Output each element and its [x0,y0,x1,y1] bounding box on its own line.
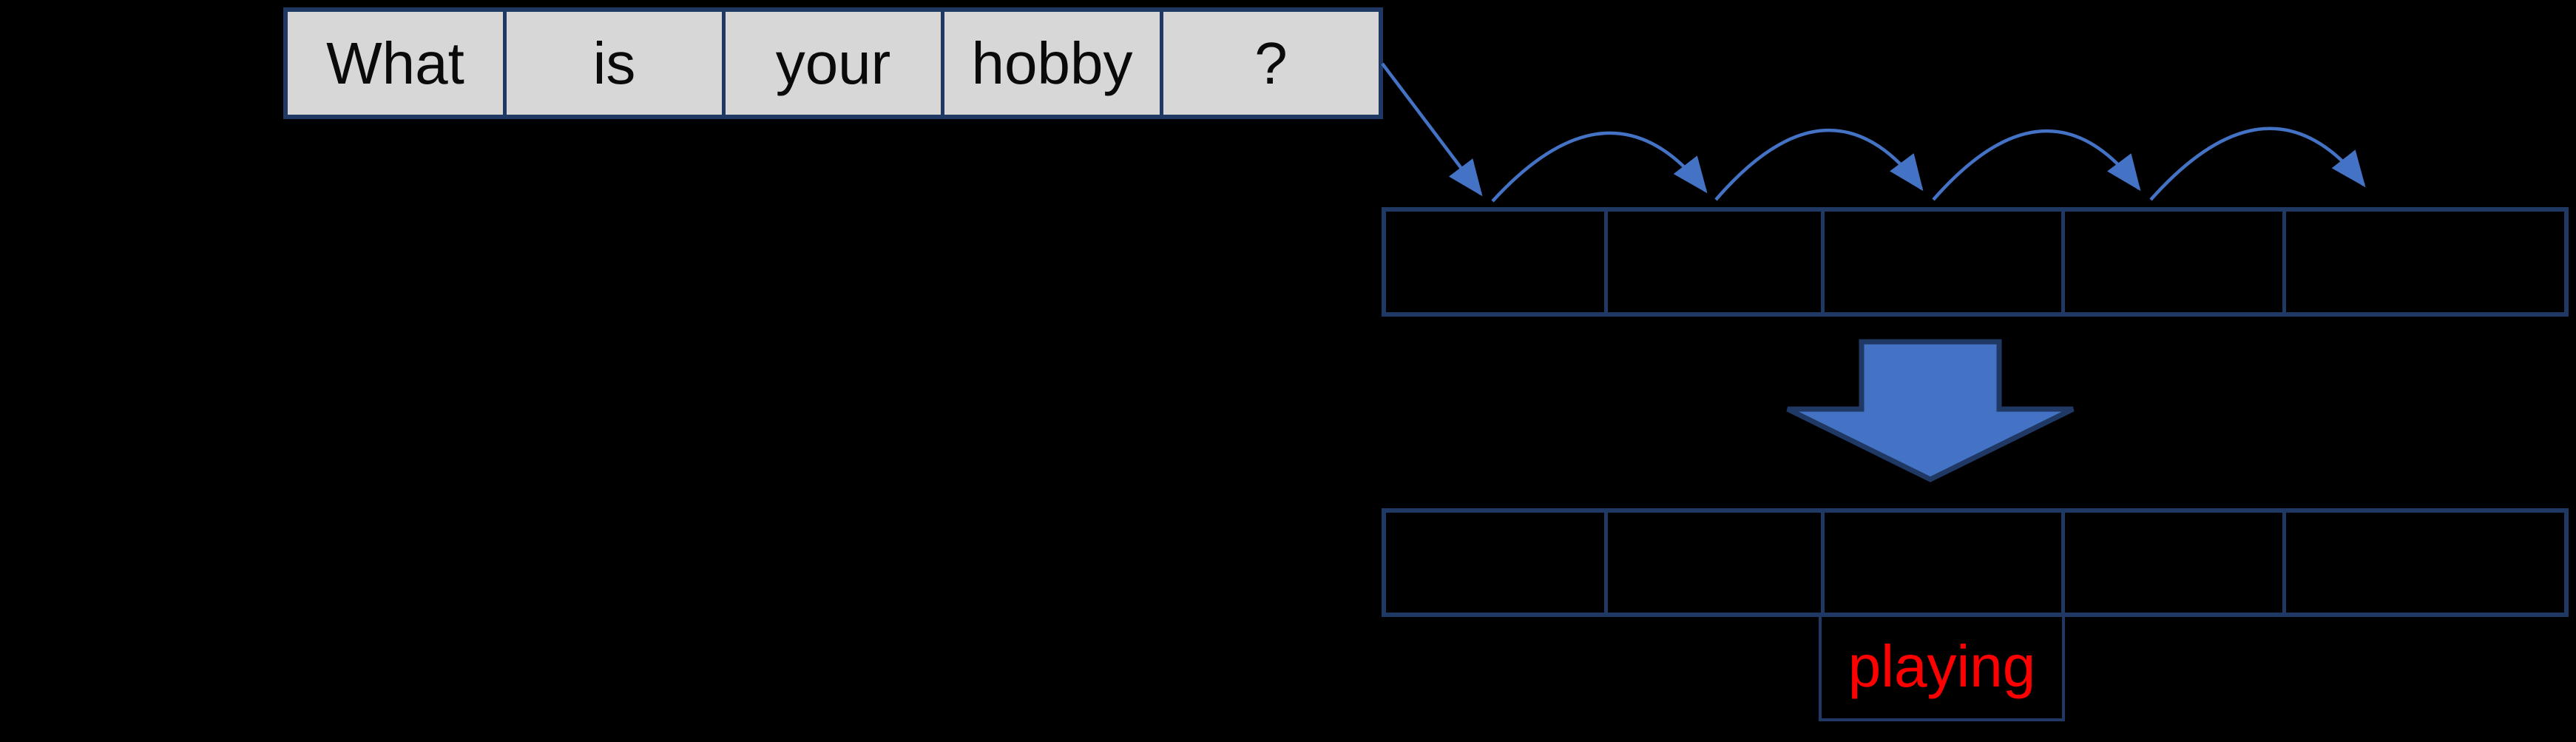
encoder-cell-3 [1820,212,2061,312]
word-label: ? [1254,30,1288,96]
word-label: your [775,30,891,96]
hop-arc-4-icon [2149,127,2366,201]
word-label: is [592,30,636,96]
decoder-cell-1 [1386,513,1604,613]
hop-arc-2-icon [1714,129,1924,201]
encoder-cell-2 [1603,212,1821,312]
decoder-cells-table [1382,508,2569,617]
decoder-cell-4 [2061,513,2282,613]
encoder-cell-1 [1386,212,1604,312]
word-label: What [326,30,464,96]
hop-arc-1-icon [1491,131,1708,203]
decoder-cell-3 [1820,513,2061,613]
block-down-arrow-icon [1786,339,2075,482]
input-sentence-table: What is your hobby ? [283,7,1383,119]
encoder-cell-4 [2061,212,2282,312]
output-word-cell: playing [1819,615,2065,721]
word-cell-is: is [503,12,722,115]
input-arrow [1381,62,1483,197]
word-cell-your: your [722,12,941,115]
decoder-cell-5 [2282,513,2564,613]
word-cell-hobby: hobby [941,12,1160,115]
encoder-cells-table [1382,207,2569,317]
hop-arc-3-icon [1932,129,2141,201]
word-cell-what: What [288,12,503,115]
word-label: hobby [971,30,1133,96]
word-cell-qmark: ? [1160,12,1379,115]
output-word-label: playing [1848,633,2036,699]
encoder-cell-5 [2282,212,2564,312]
decoder-cell-2 [1603,513,1821,613]
